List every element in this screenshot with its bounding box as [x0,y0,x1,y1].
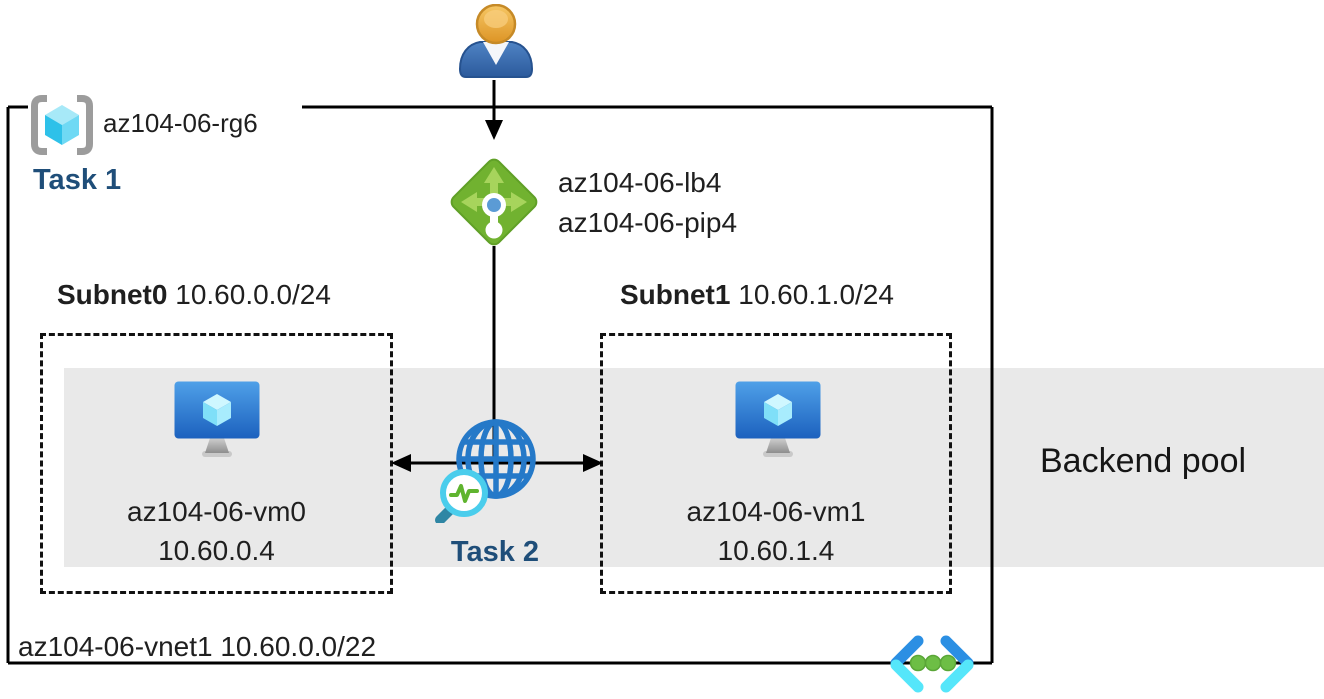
virtual-network-icon [890,635,974,693]
vm0-name: az104-06-vm0 [127,496,306,527]
subnet0-name: Subnet0 [57,279,168,310]
subnet1-cidr: 10.60.1.0/24 [738,279,894,310]
backend-pool-label: Backend pool [1040,442,1247,480]
vnet-label: az104-06-vnet1 10.60.0.0/22 [18,631,377,662]
resource-group-label: az104-06-rg6 [103,108,258,138]
load-balancer-icon [450,158,538,246]
vm0-label: az104-06-vm0 10.60.0.4 [40,492,393,570]
resource-group-icon [28,95,96,155]
load-balancer-name: az104-06-lb4 [558,167,722,198]
subnet1-name: Subnet1 [620,279,731,310]
virtual-machine-icon [174,381,260,457]
subnet0-label: Subnet0 10.60.0.0/24 [57,279,331,311]
task2-label: Task 2 [450,536,540,568]
task1-label: Task 1 [33,164,122,196]
subnet0-cidr: 10.60.0.0/24 [175,279,331,310]
load-balancer-labels: az104-06-lb4 az104-06-pip4 [558,163,737,243]
virtual-machine-icon [735,381,821,457]
public-ip-name: az104-06-pip4 [558,207,738,238]
vm1-name: az104-06-vm1 [686,496,866,527]
user-icon [458,4,534,78]
vm1-ip: 10.60.1.4 [717,535,835,566]
subnet1-label: Subnet1 10.60.1.0/24 [620,279,894,311]
globe-health-probe-icon [435,419,536,523]
vm1-label: az104-06-vm1 10.60.1.4 [600,492,952,570]
vm0-ip: 10.60.0.4 [158,535,275,566]
